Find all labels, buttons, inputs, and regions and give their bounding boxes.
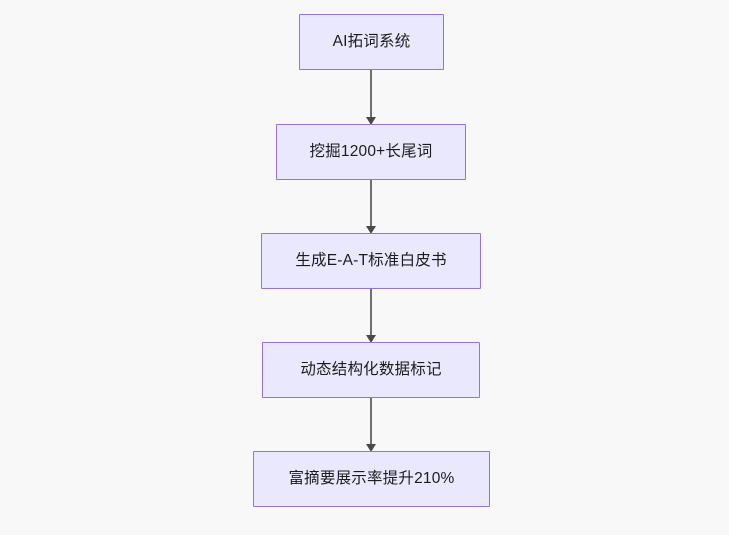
node-label: 挖掘1200+长尾词 <box>309 143 433 161</box>
connector-node4-node5 <box>366 398 376 452</box>
flowchart-node-rich-snippet-result[interactable]: 富摘要展示率提升210% <box>253 451 490 507</box>
flowchart-node-ai-keyword-system[interactable]: AI拓词系统 <box>299 14 444 70</box>
connector-node1-node2 <box>366 70 376 125</box>
node-label: AI拓词系统 <box>332 33 411 51</box>
flowchart-node-longtail-mining[interactable]: 挖掘1200+长尾词 <box>276 124 466 180</box>
connector-node3-node4 <box>366 289 376 343</box>
flowchart-node-eat-whitepaper[interactable]: 生成E-A-T标准白皮书 <box>261 233 481 289</box>
node-label: 动态结构化数据标记 <box>300 361 442 379</box>
node-label: 生成E-A-T标准白皮书 <box>295 252 447 270</box>
connector-node2-node3 <box>366 180 376 234</box>
node-label: 富摘要展示率提升210% <box>288 470 455 488</box>
flowchart-node-structured-data-markup[interactable]: 动态结构化数据标记 <box>262 342 480 398</box>
